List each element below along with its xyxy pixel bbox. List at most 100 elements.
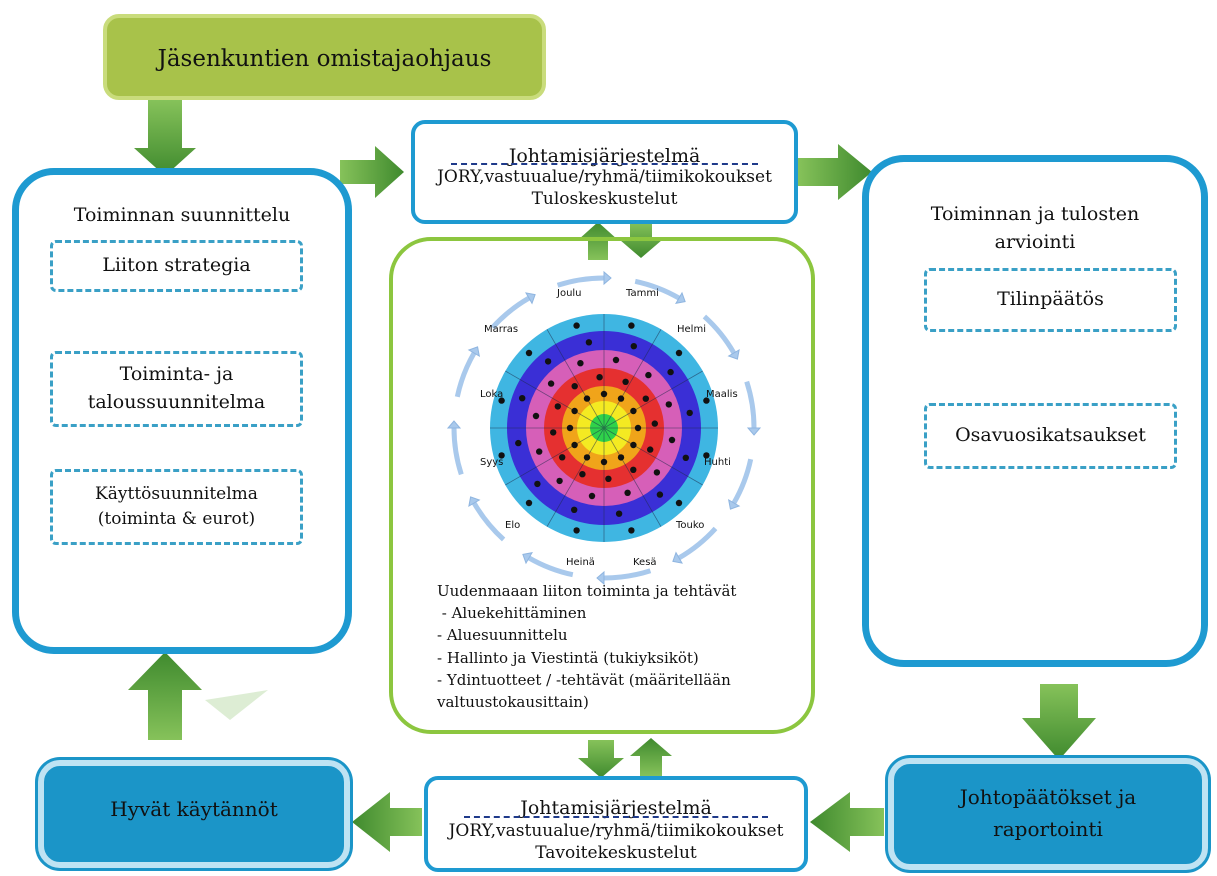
wheel-dot — [624, 489, 631, 496]
month-cycle-arrow — [603, 568, 652, 581]
top-management-talks: Tuloskeskustelut — [531, 189, 678, 209]
finance-plan-line2: taloussuunnitelma — [87, 391, 266, 413]
strategy-item: Liiton strategia — [50, 240, 303, 292]
usage-plan-line2: (toiminta & eurot) — [97, 509, 256, 529]
activity-line: valtuustokausittain) — [437, 692, 589, 711]
wheel-dot — [585, 339, 593, 346]
wheel-dot — [525, 349, 533, 357]
wheel-dot — [573, 322, 580, 329]
conclusions-line1: Johtopäätökset ja — [959, 785, 1137, 809]
wheel-dot — [642, 395, 649, 402]
wheel-dot — [667, 368, 674, 376]
wheel-dot — [588, 492, 596, 500]
wheel-dot — [612, 356, 620, 364]
wheel-dot — [617, 395, 625, 402]
month-cycle-arrow — [527, 555, 574, 578]
conclusions-line2: raportointi — [993, 817, 1103, 841]
arrow-down-to-conclusions — [1022, 684, 1096, 760]
wheel-dot — [605, 475, 612, 482]
wheel-dot — [630, 407, 637, 415]
wheel-dot — [628, 322, 635, 329]
month-label: Elo — [505, 520, 521, 531]
bottom-management-box: Johtamisjärjestelmä JORY,vastuualue/ryhm… — [424, 776, 808, 872]
wheel-dot — [519, 395, 526, 402]
wheel-dot — [653, 469, 661, 476]
wheel-dot — [498, 397, 505, 404]
month-label: Huhti — [704, 457, 731, 468]
wheel-dot — [665, 401, 672, 408]
activities-description: Uudenmaaan liiton toiminta ja tehtävät -… — [437, 580, 797, 713]
year-wheel — [490, 314, 718, 542]
finance-plan-item: Toiminta- ja taloussuunnitelma — [50, 351, 303, 427]
month-cycle-arrowhead — [728, 499, 741, 510]
month-cycle-arrowhead — [522, 552, 533, 565]
wheel-dot — [647, 446, 654, 453]
top-management-meetings: JORY,vastuualue/ryhmä/tiimikokoukset — [437, 167, 772, 187]
owner-steering-box: Jäsenkuntien omistajaohjaus — [103, 14, 546, 100]
bottom-management-talks: Tavoitekeskustelut — [535, 843, 697, 863]
wheel-dot — [630, 466, 637, 473]
financial-statement-item: Tilinpäätös — [924, 268, 1177, 332]
planning-title: Toiminnan suunnittelu — [73, 204, 291, 226]
activity-line: - Aluekehittäminen — [437, 604, 587, 623]
wheel-dot — [554, 403, 561, 410]
wheel-dot — [645, 371, 652, 379]
interim-reports-item: Osavuosikatsaukset — [924, 403, 1177, 469]
arrow-down-to-bottom-mgmt — [578, 740, 624, 778]
wheel-dot — [525, 499, 533, 507]
wheel-dot — [547, 380, 555, 387]
month-cycle-arrowhead — [672, 551, 683, 564]
wheel-dot — [686, 409, 693, 417]
month-label: Loka — [480, 389, 504, 400]
wheel-dot — [630, 441, 637, 449]
center-activities-box — [389, 237, 815, 734]
wheel-dot — [566, 424, 574, 432]
month-label: Helmi — [677, 324, 706, 335]
month-cycle-arrow — [731, 458, 754, 505]
conclusions-box: Johtopäätökset ja raportointi — [888, 758, 1208, 870]
month-cycle-arrowhead — [525, 292, 536, 305]
wheel-dot — [515, 439, 522, 447]
good-practices-box: Hyvät käytännöt — [38, 760, 350, 868]
wheel-dot — [550, 429, 557, 436]
arrow-left-to-good-practices — [352, 792, 422, 852]
wheel-dot — [559, 454, 566, 461]
activity-line: - Ydintuotteet / -tehtävät (määritellään — [437, 670, 731, 689]
month-cycle-arrowhead — [468, 496, 481, 507]
top-management-title: Johtamisjärjestelmä — [508, 145, 701, 167]
evaluation-title-line1: Toiminnan ja tulosten — [930, 203, 1140, 225]
arrow-down-to-planning — [134, 100, 196, 176]
month-cycle-arrow — [634, 278, 681, 301]
wheel-dot — [583, 454, 591, 461]
month-cycle-arrowhead — [675, 291, 686, 304]
wheel-dot — [534, 480, 541, 488]
wheel-dot — [600, 458, 608, 466]
strategy-label: Liiton strategia — [102, 254, 251, 277]
usage-plan-item: Käyttösuunnitelma (toiminta & eurot) — [50, 469, 303, 545]
month-cycle-arrow — [556, 275, 605, 288]
wheel-dot — [656, 491, 664, 498]
month-label: Kesä — [633, 557, 657, 568]
month-cycle-arrow — [702, 314, 737, 355]
arrow-up-to-planning — [128, 652, 202, 740]
month-label: Joulu — [557, 288, 582, 299]
wheel-dot — [703, 452, 710, 459]
faded-arrow-shadow — [205, 690, 268, 720]
wheel-dot — [596, 374, 603, 381]
wheel-dot — [651, 420, 658, 427]
month-cycle-arrowhead — [467, 346, 480, 357]
wheel-dot — [622, 378, 629, 385]
arrow-right-to-top-mgmt — [340, 146, 404, 198]
month-cycle-arrow — [451, 427, 464, 476]
wheel-dot — [571, 383, 578, 390]
bottom-management-meetings: JORY,vastuualue/ryhmä/tiimikokoukset — [448, 821, 784, 841]
finance-plan-line1: Toiminta- ja — [119, 363, 234, 386]
arrow-up-to-center — [630, 738, 672, 776]
bottom-management-divider — [464, 816, 768, 818]
arrow-right-to-evaluation — [798, 144, 872, 200]
interim-reports-label: Osavuosikatsaukset — [955, 424, 1146, 447]
activity-line: - Aluesuunnittelu — [437, 626, 568, 645]
wheel-dot — [628, 527, 635, 534]
activity-line: - Hallinto ja Viestintä (tukiyksiköt) — [437, 648, 699, 667]
